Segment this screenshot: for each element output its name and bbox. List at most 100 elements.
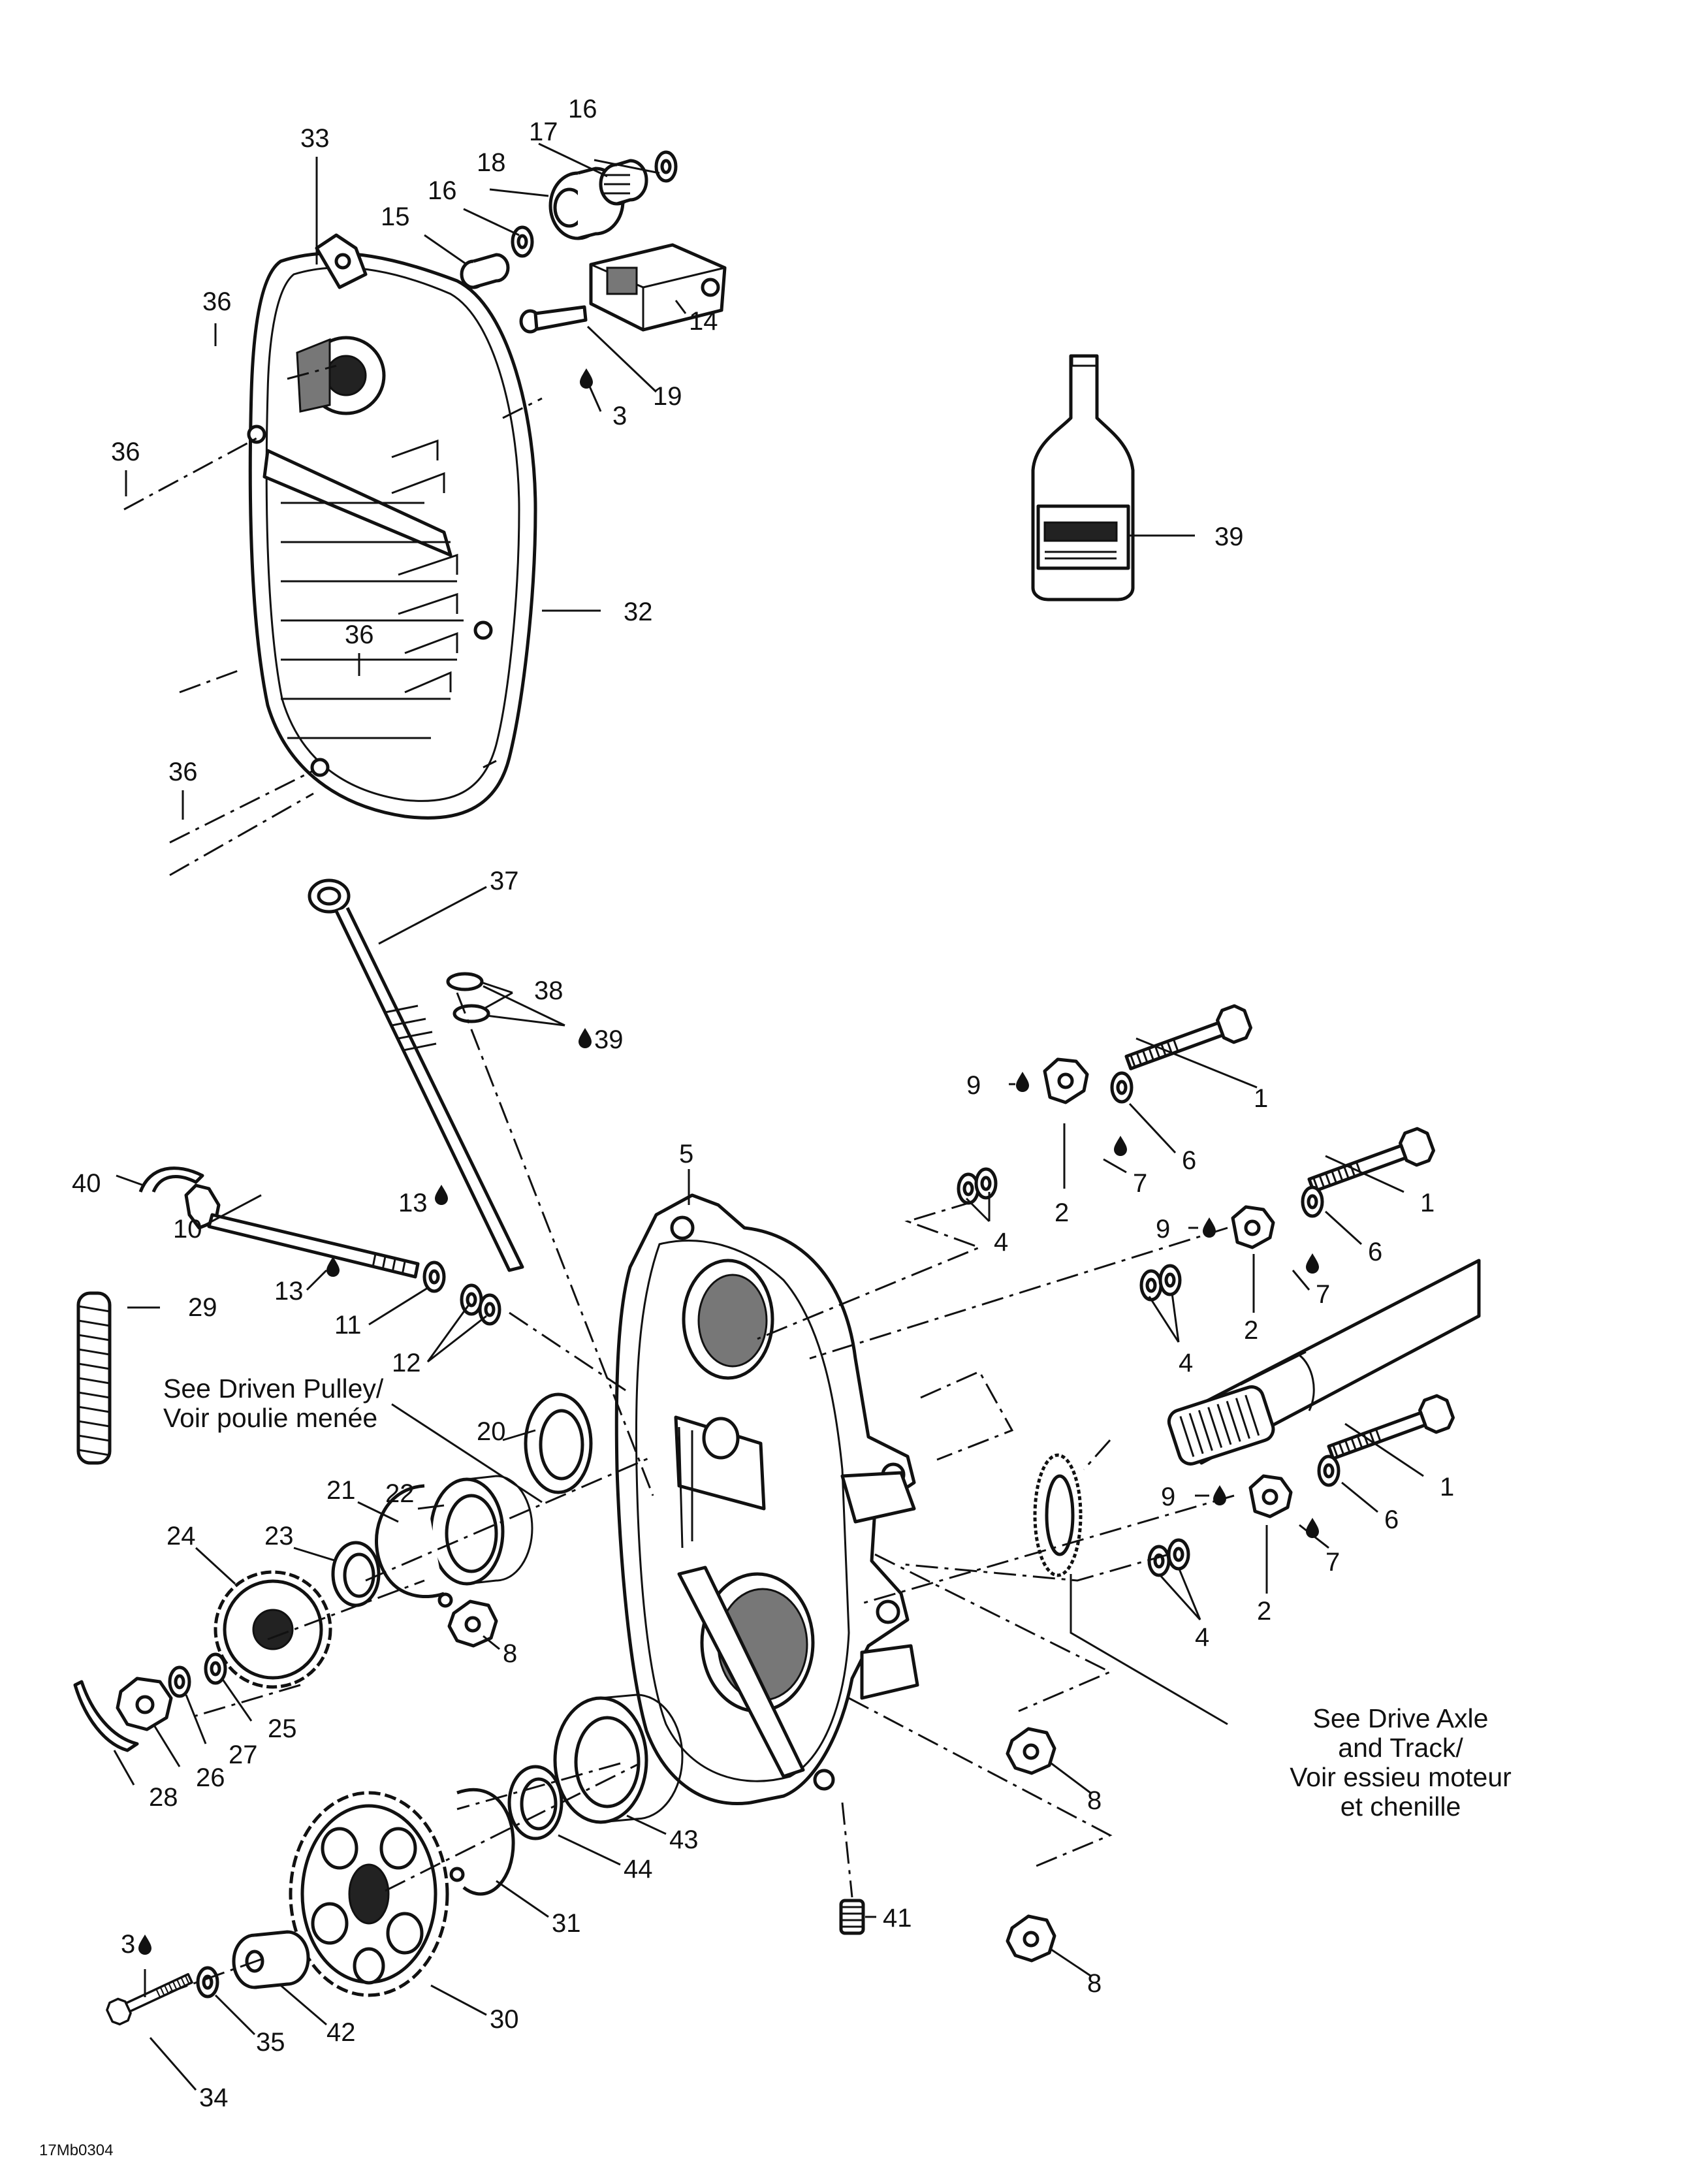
- castle-nut-26: [116, 1677, 173, 1731]
- callout-22: 22: [385, 1479, 415, 1508]
- cotter-pin-28: [73, 1680, 139, 1752]
- callout-3: 3: [121, 1930, 135, 1959]
- callout-26: 26: [196, 1763, 225, 1792]
- callout-7: 7: [1316, 1280, 1330, 1309]
- callout-21: 21: [326, 1476, 356, 1505]
- circlip-31: [449, 1788, 515, 1896]
- callout-11: 11: [334, 1311, 362, 1340]
- callout-38: 38: [534, 976, 563, 1005]
- callout-4: 4: [994, 1228, 1008, 1257]
- drive-axle-note-2: and Track/: [1338, 1733, 1463, 1763]
- callout-7: 7: [1325, 1548, 1340, 1577]
- spacer-44: [507, 1765, 563, 1840]
- callout-13: 13: [274, 1277, 304, 1306]
- flange-nut-8b: [1006, 1727, 1056, 1775]
- callout-19: 19: [653, 382, 682, 411]
- plug-41: [839, 1899, 865, 1935]
- sprocket-window-icon: [296, 336, 386, 415]
- callout-35: 35: [256, 2028, 285, 2057]
- callout-25: 25: [268, 1714, 297, 1743]
- callout-9: 9: [1156, 1215, 1170, 1244]
- fastener-stack-lower: [1149, 1393, 1456, 1575]
- callout-labels: 33 36 36 36 36 16 17 18 16 15 14 19 3 32…: [39, 95, 1512, 2159]
- callout-29: 29: [188, 1293, 217, 1322]
- callout-6: 6: [1384, 1505, 1399, 1534]
- fastener-stack-upper: [959, 1003, 1254, 1203]
- spring-29: [76, 1291, 112, 1465]
- drive-axle-note: See Drive Axle: [1313, 1703, 1489, 1733]
- callout-1: 1: [1420, 1189, 1435, 1217]
- needle-bearing-17: [599, 159, 648, 206]
- callout-1: 1: [1440, 1473, 1454, 1502]
- callout-43: 43: [669, 1825, 699, 1854]
- callout-41: 41: [883, 1904, 912, 1933]
- callout-28: 28: [149, 1783, 178, 1812]
- driven-pulley-note-fr: Voir poulie menée: [163, 1403, 377, 1433]
- chaincase-cover: [247, 233, 537, 820]
- callout-12: 12: [392, 1349, 421, 1377]
- chaincase-housing: [614, 1193, 919, 1805]
- callout-8: 8: [1087, 1786, 1102, 1815]
- tensioner-bolt-10: [184, 1183, 420, 1279]
- dipstick-37: [308, 878, 524, 1272]
- callout-32: 32: [624, 598, 653, 626]
- callout-31: 31: [552, 1909, 581, 1938]
- leader-lines: [113, 142, 1424, 2091]
- drive-axle: [1167, 1259, 1481, 1466]
- callout-3: 3: [612, 402, 627, 430]
- callout-9: 9: [966, 1071, 981, 1100]
- callout-24: 24: [167, 1522, 196, 1550]
- callout-4: 4: [1179, 1349, 1193, 1377]
- driven-pulley-note: See Driven Pulley/: [163, 1373, 384, 1404]
- drive-axle-note-fr-2: et chenille: [1341, 1791, 1461, 1822]
- callout-2: 2: [1055, 1198, 1069, 1227]
- callout-8: 8: [1087, 1969, 1102, 1998]
- callout-39: 39: [1214, 522, 1244, 551]
- gear-24: [214, 1570, 332, 1689]
- pin-19: [519, 305, 588, 334]
- callout-8: 8: [503, 1639, 517, 1668]
- flange-nut-8a: [447, 1599, 498, 1648]
- callout-42: 42: [326, 2018, 356, 2047]
- callout-23: 23: [264, 1522, 294, 1550]
- callout-36: 36: [168, 758, 198, 786]
- gear-30: [289, 1791, 449, 1997]
- fastener-stack-middle: [1141, 1126, 1436, 1300]
- callout-4: 4: [1195, 1623, 1209, 1652]
- callout-1: 1: [1254, 1084, 1268, 1113]
- spacer-15: [460, 253, 510, 289]
- callout-2: 2: [1257, 1597, 1271, 1626]
- bearing-43: [553, 1694, 684, 1824]
- callout-2: 2: [1244, 1316, 1258, 1345]
- callout-16: 16: [568, 95, 597, 123]
- spacer-23: [331, 1541, 381, 1607]
- callout-33: 33: [300, 124, 330, 153]
- callout-15: 15: [381, 202, 410, 231]
- callout-36: 36: [345, 620, 374, 649]
- callout-7: 7: [1133, 1169, 1147, 1198]
- callout-20: 20: [477, 1417, 506, 1446]
- callout-36: 36: [111, 438, 140, 466]
- sprocket-ring: [1033, 1453, 1083, 1577]
- spacer-42: [232, 1930, 310, 1989]
- callout-40: 40: [72, 1169, 101, 1198]
- callout-30: 30: [490, 2005, 519, 2034]
- callout-36: 36: [202, 287, 232, 316]
- center-lines: [123, 364, 1235, 1993]
- callout-10: 10: [173, 1215, 202, 1244]
- callout-6: 6: [1368, 1238, 1382, 1266]
- hairpin-40: [138, 1166, 204, 1193]
- lubricant-bottle-icon: [1031, 354, 1135, 602]
- callout-27: 27: [229, 1741, 258, 1769]
- callout-13: 13: [398, 1189, 428, 1217]
- callout-39: 39: [594, 1025, 624, 1054]
- callout-14: 14: [689, 307, 718, 336]
- callout-16: 16: [428, 176, 457, 205]
- drawing-reference-code: 17Mb0304: [39, 2142, 113, 2159]
- callout-34: 34: [199, 2083, 229, 2112]
- callout-5: 5: [679, 1140, 693, 1168]
- flange-nut-8c: [1006, 1914, 1056, 1963]
- bearing-20: [524, 1392, 593, 1494]
- drive-axle-note-fr: Voir essieu moteur: [1290, 1762, 1512, 1792]
